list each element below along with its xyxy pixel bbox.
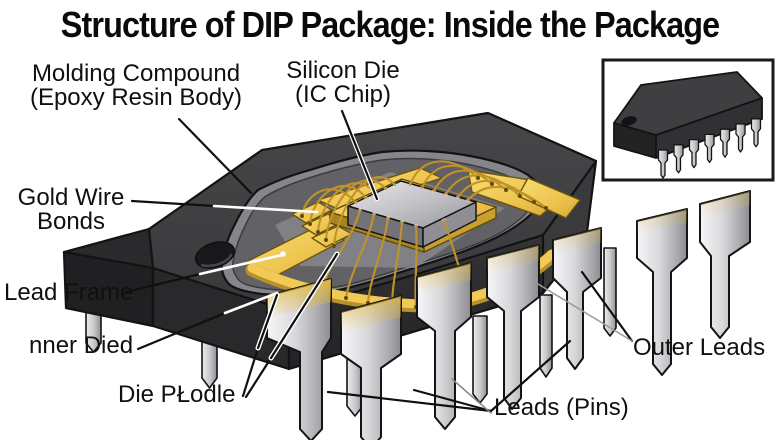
lead-gold-reflection xyxy=(487,245,539,274)
label-molding-compound-line1: Molding Compound xyxy=(31,60,241,87)
back-pin xyxy=(472,315,488,404)
label-die-paddle: Die PŁodle xyxy=(118,381,236,408)
dip-package-inset xyxy=(601,58,775,182)
label-gold-wire-bonds: Gold Wire Bonds xyxy=(8,184,134,236)
page-title: Structure of DIP Package: Inside the Pac… xyxy=(60,4,720,45)
index-notch xyxy=(194,241,236,269)
lead-pin xyxy=(266,278,332,440)
lead-gold-reflection xyxy=(341,296,401,333)
lead-gold-reflection xyxy=(700,191,750,219)
label-molding-compound: Molding Compound (Epoxy Resin Body) xyxy=(28,60,244,112)
label-inner-died: nner Died xyxy=(29,332,134,359)
back-pin xyxy=(603,247,617,337)
leads xyxy=(266,190,751,440)
lead-frame-finger xyxy=(311,225,353,248)
lead-gold-reflection xyxy=(637,209,687,235)
label-gold-wire-bonds-line2: Bonds xyxy=(36,208,106,236)
label-gold-wire-bonds-line1: Gold Wire xyxy=(17,184,125,211)
die-top-face xyxy=(347,180,477,229)
lead-pin xyxy=(552,227,602,370)
leader-lines xyxy=(124,108,634,414)
lead-gold-reflection xyxy=(553,228,601,255)
lead-pin xyxy=(699,190,751,339)
label-molding-compound-line2: (Epoxy Resin Body) xyxy=(29,84,243,112)
lead-pin xyxy=(416,262,472,430)
label-outer-leads: Outer Leads xyxy=(633,334,766,361)
lead-pin xyxy=(486,244,540,410)
lead-gold-reflection xyxy=(417,263,471,294)
lead-frame-right-arm xyxy=(517,177,581,219)
back-pin xyxy=(539,294,553,378)
label-lead-frame: Lead Frame xyxy=(4,279,134,306)
label-silicon-die: Silicon Die (IC Chip) xyxy=(277,57,409,109)
label-leads-pins: Leads (Pins) xyxy=(494,394,629,421)
label-silicon-die-line2: (IC Chip) xyxy=(294,81,391,109)
label-silicon-die-line1: Silicon Die xyxy=(286,57,400,84)
lead-pin xyxy=(340,295,402,440)
lead-pin xyxy=(636,208,688,376)
